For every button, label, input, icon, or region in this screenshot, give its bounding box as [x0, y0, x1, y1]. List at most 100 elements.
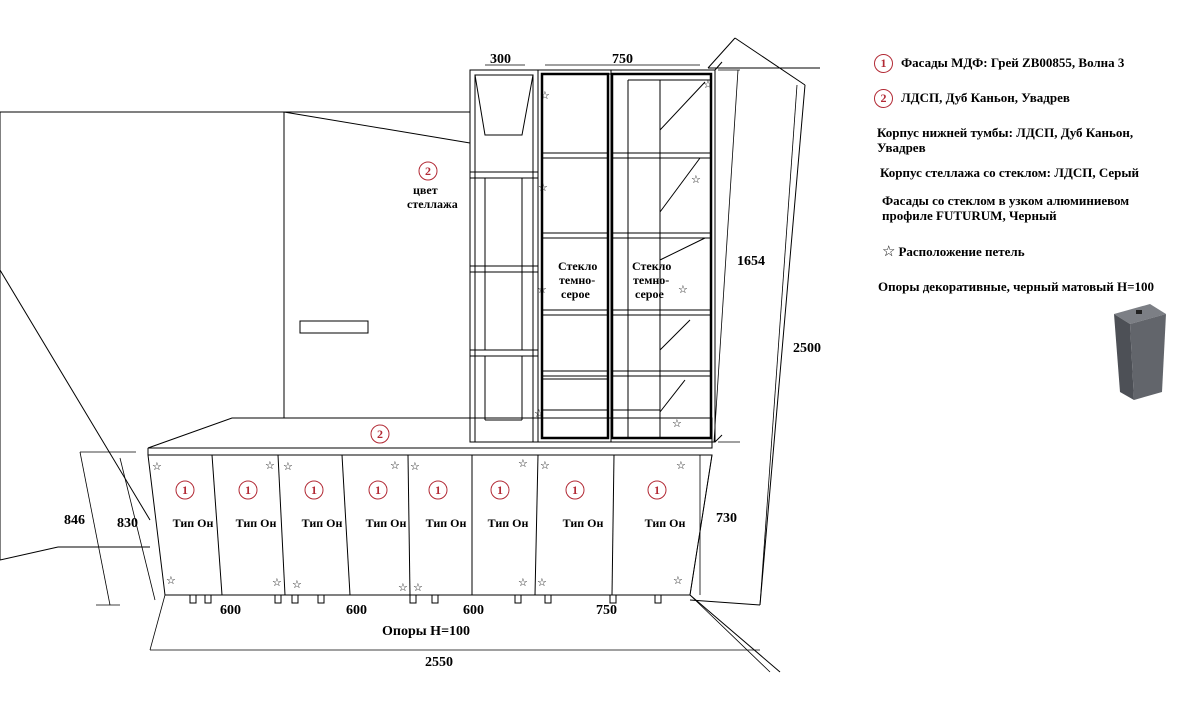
- dim-1654: 1654: [737, 254, 765, 269]
- hinge-star-icon: ☆: [537, 283, 547, 296]
- facade-type-8: Тип Он: [645, 516, 686, 530]
- facade-marker-number-4: 1: [375, 483, 381, 497]
- glass-facades-line2: профиле FUTURUM, Черный: [882, 208, 1057, 223]
- hinge-star-icon: ☆: [538, 181, 548, 194]
- facade-marker-1: [175, 480, 195, 500]
- hinge-star-icon: ☆: [413, 581, 423, 594]
- hinge-star-icon: ☆: [390, 459, 400, 472]
- door: [283, 111, 471, 418]
- legend-item-2: 2 ЛДСП, Дуб Каньон, Увадрев: [874, 89, 1070, 108]
- facade-marker-7: [565, 480, 585, 500]
- facade-marker-number-8: 1: [654, 483, 660, 497]
- facade-type-6: Тип Он: [488, 516, 529, 530]
- dim-600-a: 600: [220, 603, 241, 618]
- facade-type-2: Тип Он: [236, 516, 277, 530]
- legend-supports: Опоры декоративные, черный матовый Н=100: [878, 279, 1155, 294]
- dim-2550: 2550: [425, 655, 453, 670]
- legend-item-1: 1 Фасады МДФ: Грей ZB00855, Волна 3: [874, 54, 1124, 73]
- facade-marker-number-1: 1: [182, 483, 188, 497]
- hinge-star-icon: ☆: [272, 576, 282, 589]
- dim-2500: 2500: [793, 341, 821, 356]
- hinge-stars: ☆ ☆ ☆ ☆ ☆ ☆ ☆ ☆ ☆ ☆ ☆ ☆ ☆ ☆ ☆ ☆ ☆ ☆ ☆ ☆ ☆ ☆ ☆ ☆: [152, 78, 713, 594]
- facade-type-3: Тип Он: [302, 516, 343, 530]
- facade-marker-8: [647, 480, 667, 500]
- glass-right-l2: темно-: [633, 273, 669, 287]
- dim-730: 730: [716, 511, 737, 526]
- facade-marker-3: [304, 480, 324, 500]
- shelving-unit: [469, 61, 723, 443]
- legend-item-1-text: Фасады МДФ: Грей ZB00855, Волна 3: [901, 55, 1125, 70]
- shelf-color-line1: цвет: [413, 183, 438, 197]
- facade-type-7: Тип Он: [563, 516, 604, 530]
- shelf-color-line2: стеллажа: [407, 197, 458, 211]
- hinge-star-icon: ☆: [537, 576, 547, 589]
- hinge-star-icon: ☆: [540, 459, 550, 472]
- hinge-star-icon: ☆: [703, 78, 713, 91]
- facade-marker-icon: 1: [874, 54, 893, 73]
- lower-body-line1: Корпус нижней тумбы: ЛДСП, Дуб Каньон,: [877, 125, 1134, 140]
- dim-830: 830: [117, 516, 138, 531]
- glass-left-l3: серое: [561, 287, 590, 301]
- countertop: [147, 417, 713, 456]
- hinge-star-icon: ☆: [534, 407, 544, 420]
- facade-marker-6: [490, 480, 510, 500]
- ldsp-marker-icon: 2: [874, 89, 893, 108]
- hinge-star-icon: ☆: [676, 459, 686, 472]
- hinge-star-icon: ☆: [265, 459, 275, 472]
- supports-label: Опоры Н=100: [382, 624, 470, 639]
- glass-right-l1: Стекло: [632, 259, 671, 273]
- facade-marker-5: [428, 480, 448, 500]
- hinge-star-icon: ☆: [518, 576, 528, 589]
- countertop-marker: 2: [370, 424, 390, 444]
- legend-glass-facades: Фасады со стеклом в узком алюминиевом пр…: [882, 193, 1129, 223]
- facade-marker-number-5: 1: [435, 483, 441, 497]
- hinge-star-icon: ☆: [410, 460, 420, 473]
- legend-hinges: ☆Расположение петель: [882, 242, 1025, 260]
- facade-marker-number-7: 1: [572, 483, 578, 497]
- glass-right-l3: серое: [635, 287, 664, 301]
- hinge-star-icon: ☆: [691, 173, 701, 186]
- glass-left-l1: Стекло: [558, 259, 597, 273]
- shelf-color-marker: 2: [418, 161, 438, 181]
- glass-facades-line1: Фасады со стеклом в узком алюминиевом: [882, 193, 1130, 208]
- hinge-star-icon: ☆: [678, 283, 688, 296]
- facade-marker-number-2: 1: [245, 483, 251, 497]
- dim-846: 846: [64, 513, 85, 528]
- star-icon: ☆: [882, 242, 896, 260]
- dim-600-c: 600: [463, 603, 484, 618]
- legend-shelf-body: Корпус стеллажа со стеклом: ЛДСП, Серый: [880, 165, 1140, 180]
- support-leg-icon: [1114, 304, 1166, 400]
- facade-marker-4: [368, 480, 388, 500]
- hinge-star-icon: ☆: [166, 574, 176, 587]
- hinge-star-icon: ☆: [398, 581, 408, 594]
- svg-text:2: 2: [377, 427, 383, 441]
- hinge-text: Расположение петель: [898, 244, 1025, 259]
- hinge-star-icon: ☆: [673, 574, 683, 587]
- facade-type-5: Тип Он: [426, 516, 467, 530]
- glass-left-l2: темно-: [559, 273, 595, 287]
- facade-marker-number-3: 1: [311, 483, 317, 497]
- legend-item-2-text: ЛДСП, Дуб Каньон, Увадрев: [901, 90, 1070, 105]
- legend-lower-body: Корпус нижней тумбы: ЛДСП, Дуб Каньон, У…: [877, 125, 1133, 155]
- dim-750-bottom: 750: [596, 603, 617, 618]
- hinge-star-icon: ☆: [672, 417, 682, 430]
- dim-300: 300: [490, 52, 511, 67]
- hinge-star-icon: ☆: [283, 460, 293, 473]
- facade-type-4: Тип Он: [366, 516, 407, 530]
- hinge-star-icon: ☆: [152, 460, 162, 473]
- lower-body-line2: Увадрев: [877, 140, 926, 155]
- hinge-star-icon: ☆: [540, 89, 550, 102]
- dim-750-top: 750: [612, 52, 633, 67]
- dim-600-b: 600: [346, 603, 367, 618]
- facade-marker-2: [238, 480, 258, 500]
- lower-cabinet: [147, 454, 713, 596]
- facade-type-1: Тип Он: [173, 516, 214, 530]
- hinge-star-icon: ☆: [292, 578, 302, 591]
- hinge-star-icon: ☆: [518, 457, 528, 470]
- facade-marker-number-6: 1: [497, 483, 503, 497]
- cabinet-feet: [189, 595, 662, 604]
- svg-text:2: 2: [425, 164, 431, 178]
- dimension-lines: [79, 64, 798, 673]
